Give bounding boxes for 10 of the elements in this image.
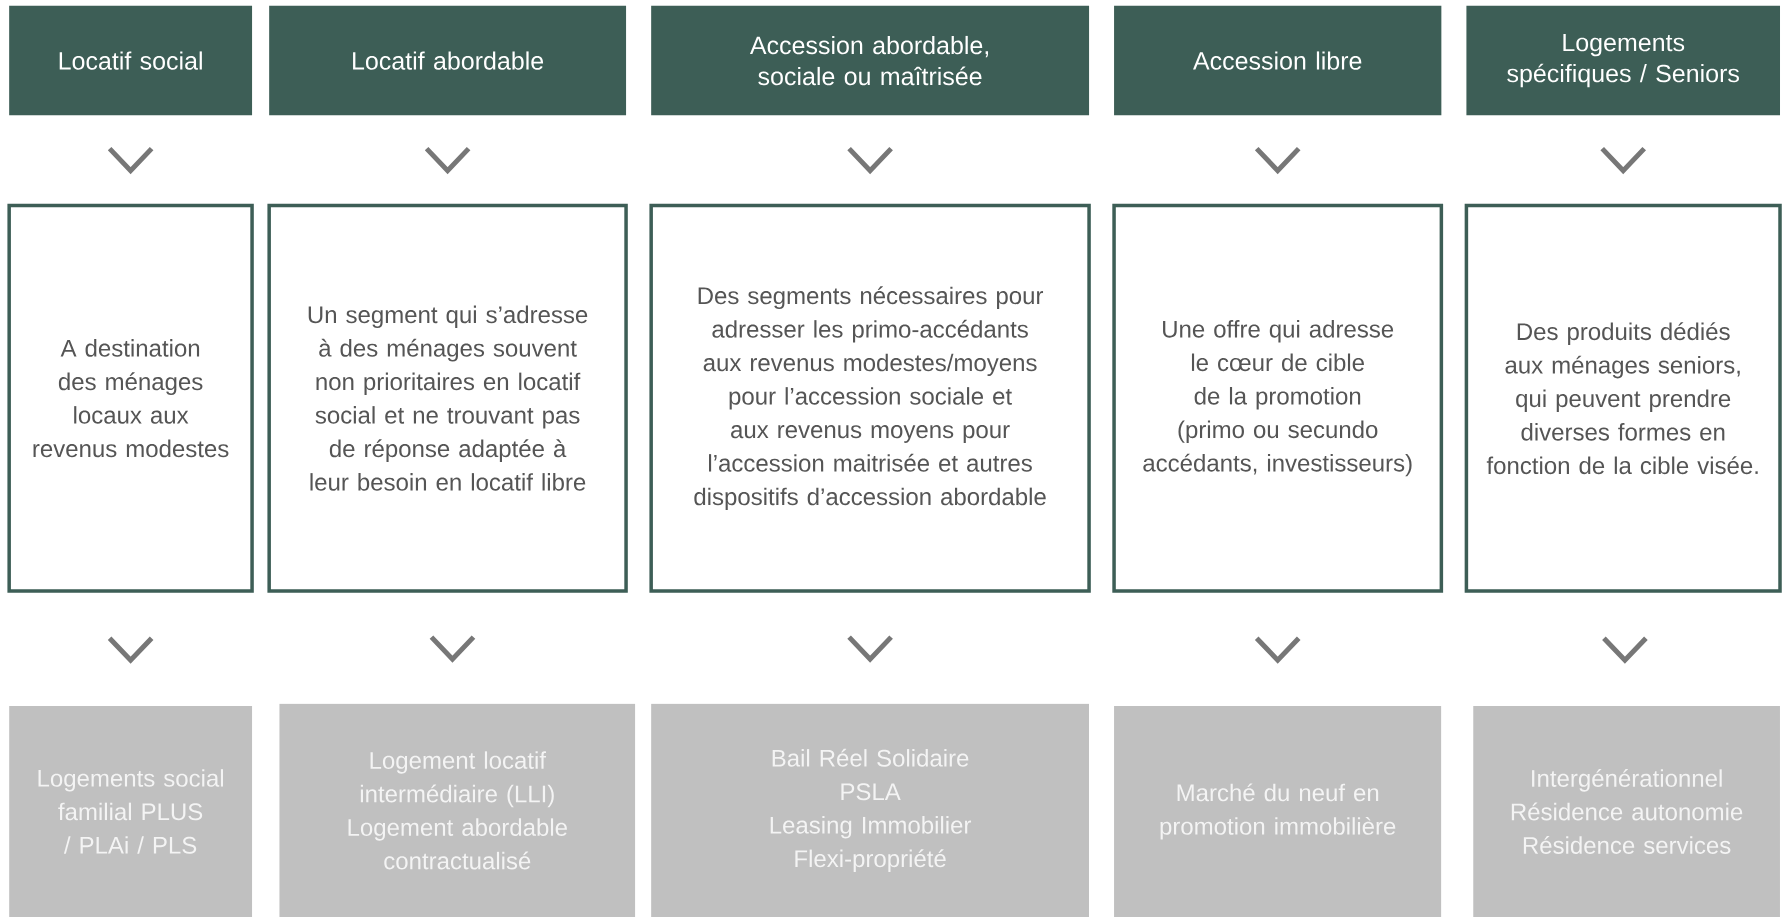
header-box: Accession abordable, sociale ou maîtrisée	[651, 5, 1090, 116]
header-box: Locatif abordable	[269, 5, 627, 116]
description-box: Des produits dédiés aux ménages seniors, qui peuvent prendre diverses formes en fonction de la cible visée.	[1464, 203, 1782, 593]
header-box: Logements spécifiques / Seniors	[1466, 5, 1780, 116]
header-box: Accession libre	[1114, 5, 1442, 116]
header-box: Locatif social	[9, 5, 253, 116]
description-box: Une offre qui adresse le cœur de cible de la promotion (primo ou secundo accédants, investisseurs)	[1112, 203, 1444, 593]
description-box: A destination des ménages locaux aux revenus modestes	[7, 203, 254, 593]
description-box: Des segments nécessaires pour adresser les primo-accédants aux revenus modestes/moyens pour l’accession sociale et aux revenus moyens pour l’accession maitrisée et autres dispositifs d’accession abordable	[649, 203, 1091, 593]
description-box: Un segment qui s’adresse à des ménages souvent non prioritaires en locatif social et ne trouvant pas de réponse adaptée à leur besoin en locatif libre	[267, 203, 628, 593]
